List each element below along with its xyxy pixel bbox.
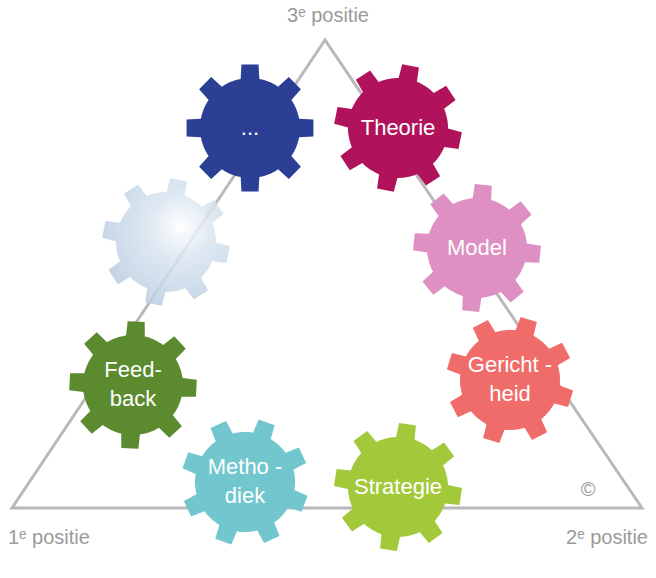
- gear-body: Feed- back: [67, 319, 199, 451]
- gear-node: Gericht - heid: [444, 314, 576, 446]
- gear-outline: [334, 64, 462, 192]
- copyright-mark: ©: [581, 478, 596, 501]
- gear-body: Metho - diek: [179, 416, 311, 548]
- position-triangle: [12, 40, 642, 508]
- position-label: 3ᵉ positie: [287, 4, 369, 27]
- gear-label: Metho - diek: [195, 453, 295, 510]
- gear-label: Theorie: [348, 114, 448, 143]
- gear-node: Model: [411, 182, 543, 314]
- blank-gear: [102, 178, 230, 306]
- gear-shape: [67, 319, 199, 451]
- gear-label: Model: [427, 234, 527, 263]
- gear-node: Metho - diek: [179, 416, 311, 548]
- gear-body: Gericht - heid: [444, 314, 576, 446]
- gear-outline: [447, 317, 573, 443]
- gear-outline: [69, 321, 197, 449]
- gear-body: Theorie: [332, 62, 464, 194]
- position-label: 1ᵉ positie: [8, 526, 90, 549]
- gear-outline: [187, 65, 314, 192]
- gear-shape: [444, 314, 576, 446]
- gear-outline: [334, 423, 462, 551]
- gear-label: Gericht - heid: [460, 351, 560, 408]
- gear-node: Strategie: [332, 421, 464, 553]
- gear-outline: [413, 184, 541, 312]
- gear-label: ...: [200, 114, 300, 143]
- gear-label: Feed- back: [83, 356, 183, 413]
- gear-body: ...: [184, 62, 316, 194]
- gear-node: ...: [184, 62, 316, 194]
- gear-body: Model: [411, 182, 543, 314]
- gear-label: Strategie: [348, 473, 448, 502]
- gear-node: Theorie: [332, 62, 464, 194]
- gear-outline: [182, 419, 307, 544]
- position-label: 2ᵉ positie: [566, 526, 648, 549]
- gear-shape: [179, 416, 311, 548]
- gear-node: Feed- back: [67, 319, 199, 451]
- gear-body: Strategie: [332, 421, 464, 553]
